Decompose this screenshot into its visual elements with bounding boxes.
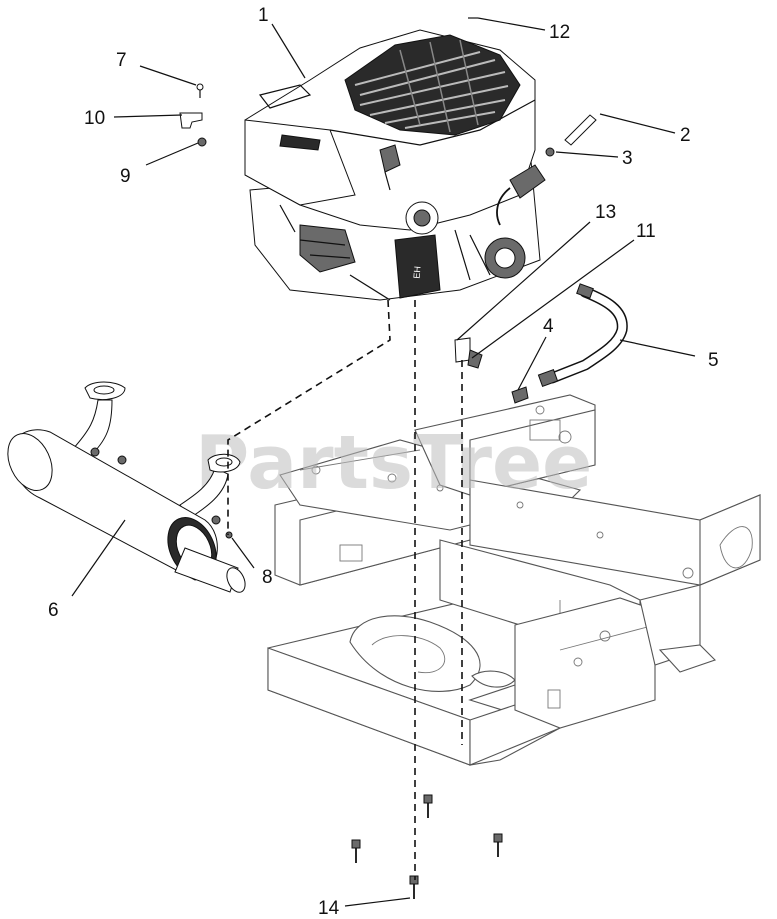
clip-icon [511,386,529,404]
callout-6: 6 [48,600,59,621]
callout-5: 5 [708,350,719,371]
watermark: PartsTree [195,420,592,506]
mower-frame-icon [267,394,761,766]
callout-1: 1 [258,5,269,26]
callout-7: 7 [116,50,127,71]
fuel-hose-icon [537,283,628,388]
callout-2: 2 [680,125,691,146]
screw-icon [196,83,204,98]
callout-4: 4 [543,316,554,337]
callout-12: 12 [549,22,570,43]
callout-3: 3 [622,148,633,169]
callout-10: 10 [84,108,105,129]
callout-11: 11 [636,221,656,242]
callout-8: 8 [262,567,273,588]
nut-icon [197,137,207,147]
callout-14: 14 [318,898,340,919]
leader-lines [71,17,696,907]
callout-13: 13 [595,202,616,223]
callout-9: 9 [120,166,131,187]
svg-text:EH: EH [411,266,422,279]
assembly-line [227,299,391,535]
bracket-icon [179,112,203,129]
nut-icon [225,531,233,539]
pin-icon [564,114,597,146]
engine-icon: EH [244,29,546,301]
bolt-icon [351,794,503,899]
muffler-icon [7,381,246,593]
nut-icon [545,147,555,157]
clamp-icon [454,337,483,369]
